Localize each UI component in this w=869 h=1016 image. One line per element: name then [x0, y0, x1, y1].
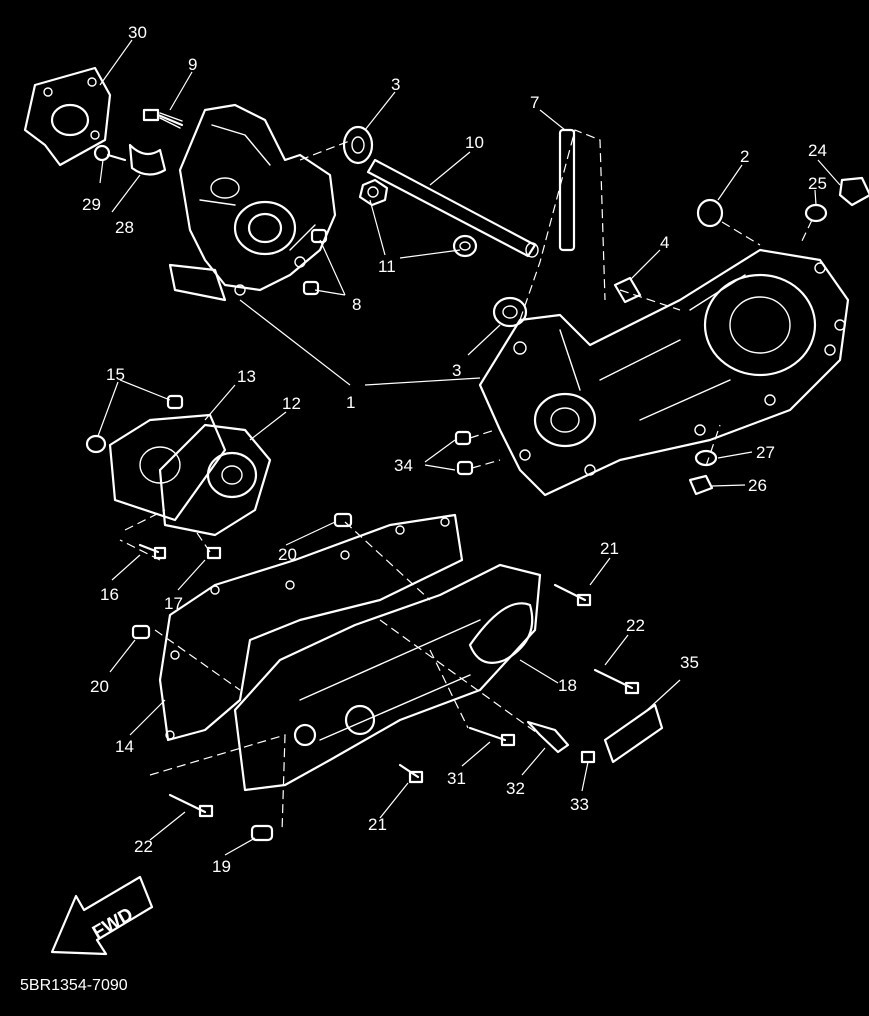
bearing-3-upper [342, 125, 374, 165]
callout-1: 1 [346, 393, 355, 412]
callout-25: 25 [808, 174, 827, 193]
leader-lines [97, 39, 841, 856]
callout-22-lower: 22 [134, 837, 153, 856]
washer-27 [694, 449, 718, 467]
callout-32: 32 [506, 779, 525, 798]
bolt-9 [142, 108, 184, 129]
callout-20-lower: 20 [90, 677, 109, 696]
callout-11: 11 [378, 257, 396, 276]
callout-9: 9 [188, 55, 197, 74]
pin-7 [558, 128, 576, 252]
callout-13: 13 [237, 367, 256, 386]
callout-17: 17 [164, 594, 183, 613]
callout-21-lower: 21 [368, 815, 387, 834]
o-ring-25 [804, 203, 828, 223]
gasket-13 [108, 413, 227, 522]
bracket-28 [128, 143, 167, 176]
fwd-arrow: FWD [50, 875, 154, 956]
callout-2: 2 [740, 147, 749, 166]
callout-34: 34 [394, 456, 413, 475]
callout-33: 33 [570, 795, 589, 814]
dowel-pin-20a [333, 512, 353, 528]
collar-2 [696, 198, 724, 228]
bolt-34b [456, 460, 474, 476]
bolt-21a [553, 583, 592, 607]
fwd-label: FWD [89, 904, 137, 944]
callout-18: 18 [558, 676, 577, 695]
callout-numbers: 30 9 3 7 10 2 24 25 29 28 4 11 8 3 15 13… [82, 23, 827, 876]
bolt-29 [93, 144, 127, 162]
pin-15a [85, 434, 107, 454]
callout-20-upper: 20 [278, 545, 297, 564]
cap-24 [838, 176, 869, 207]
callout-10: 10 [465, 133, 484, 152]
label-plate-35 [603, 703, 664, 764]
dowel-pin-20b [131, 624, 151, 640]
callout-3-upper: 3 [391, 75, 400, 94]
dowel-pin-19 [250, 824, 274, 842]
callout-8: 8 [352, 295, 361, 314]
drain-bolt-26 [688, 474, 714, 496]
nut-11a [358, 178, 389, 207]
callout-28: 28 [115, 218, 134, 237]
dowel-pin-8a [310, 228, 328, 244]
clamp-32 [526, 720, 570, 754]
callout-35: 35 [680, 653, 699, 672]
callout-19: 19 [212, 857, 231, 876]
crankcase-right-half [478, 248, 850, 497]
pin-15b [166, 394, 184, 410]
bolt-31 [468, 726, 516, 747]
callout-14: 14 [115, 737, 134, 756]
callout-31: 31 [447, 769, 466, 788]
callout-27: 27 [756, 443, 775, 462]
callout-22-upper: 22 [626, 616, 645, 635]
screw-17 [206, 546, 222, 560]
callout-30: 30 [128, 23, 147, 42]
bearing-3-lower [492, 296, 528, 328]
long-bolt-22b [168, 793, 214, 818]
callout-16: 16 [100, 585, 119, 604]
collar-11b [452, 234, 478, 258]
callout-12: 12 [282, 394, 301, 413]
screw-16 [138, 543, 167, 560]
bolt-34a [454, 430, 472, 446]
screw-33 [580, 750, 596, 764]
crankcase-cover-18 [233, 563, 542, 792]
callout-21-upper: 21 [600, 539, 619, 558]
callout-4: 4 [660, 233, 669, 252]
callout-26: 26 [748, 476, 767, 495]
long-bolt-22a [593, 668, 640, 695]
gasket-14 [158, 513, 464, 742]
callout-29: 29 [82, 195, 101, 214]
shaft-10 [366, 158, 539, 258]
dowel-pin-8b [302, 280, 320, 296]
cover-12 [158, 423, 272, 537]
assembly-lines [119, 129, 813, 833]
document-code: 5BR1354-7090 [20, 977, 128, 994]
callout-7: 7 [530, 93, 539, 112]
callout-3-lower: 3 [452, 361, 461, 380]
callout-24: 24 [808, 141, 827, 160]
clip-4 [613, 276, 642, 304]
crankcase-left-half [168, 103, 337, 302]
gasket-30 [23, 66, 112, 167]
callout-15: 15 [106, 365, 125, 384]
bolt-21b [398, 763, 424, 784]
